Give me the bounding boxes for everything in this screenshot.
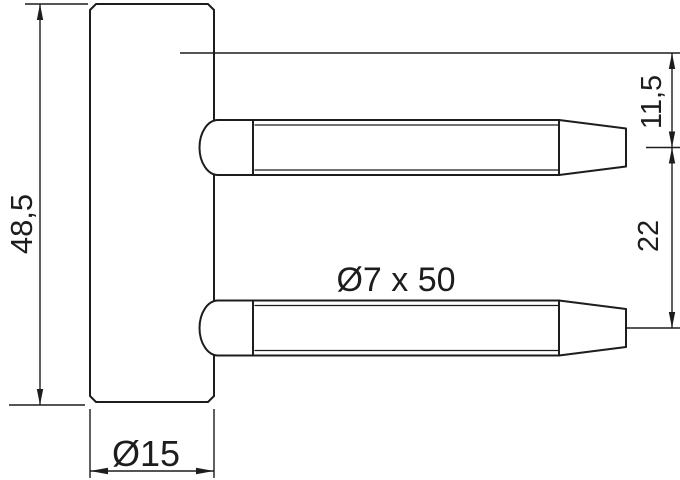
pin-top-tapered-tip	[558, 119, 627, 176]
dimension-body-diameter-extension-lines	[89, 409, 215, 478]
pin-bottom-tapered-tip	[558, 299, 627, 357]
pin-spec-label: Ø7 x 50	[336, 261, 455, 299]
dimension-body-height-value: 48,5	[4, 194, 39, 254]
pin-top-cylinder-edges	[252, 119, 560, 176]
dimension-pin-spacing-value: 22	[633, 220, 665, 252]
dimension-pin-top-offset-value: 11,5	[636, 75, 668, 129]
pin-top	[198, 119, 627, 176]
arrowhead-left-icon	[90, 467, 108, 475]
dimension-body-diameter-value: Ø15	[112, 433, 180, 474]
arrowhead-down-icon	[36, 389, 44, 405]
dimension-body-height-extension-lines	[9, 3, 88, 406]
pin-bottom	[198, 299, 627, 357]
arrowhead-down-icon	[668, 312, 676, 328]
arrowhead-up-icon	[668, 53, 676, 69]
arrowhead-up-icon	[668, 147, 676, 164]
dimension-pin-positions: 11,5 22	[626, 53, 680, 329]
hinge-body-outline	[89, 3, 215, 403]
arrowhead-down-icon	[668, 131, 676, 148]
dimension-body-diameter: Ø15	[89, 409, 215, 478]
arrowhead-up-icon	[36, 4, 44, 20]
pin-bottom-cylinder-edges	[252, 299, 560, 357]
dimension-body-height: 48,5	[4, 3, 88, 406]
arrowhead-right-icon	[196, 467, 214, 475]
hinge-part	[89, 3, 680, 403]
pin-bottom-collar	[198, 299, 254, 357]
pin-top-chamfer-lines	[254, 124, 560, 171]
pin-top-collar	[198, 119, 254, 176]
pin-bottom-chamfer-lines	[254, 304, 560, 352]
